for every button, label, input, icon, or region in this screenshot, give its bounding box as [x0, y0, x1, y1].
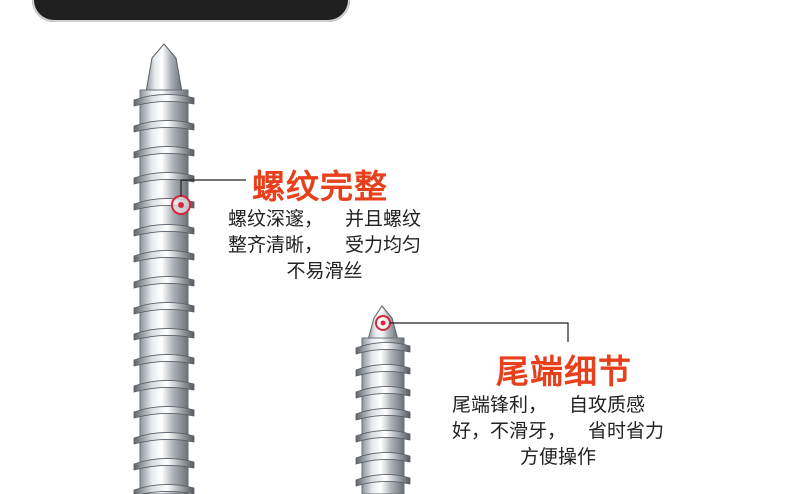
thread-ridge	[355, 386, 411, 399]
thread-ridge	[133, 146, 195, 159]
desc-line: 并且螺纹	[345, 208, 422, 230]
desc-line: 不易滑丝	[286, 260, 363, 282]
thread-ridge	[133, 250, 195, 263]
top-banner	[32, 0, 350, 22]
desc-line: 尾端锋利，	[452, 394, 548, 416]
desc-line: 好，不滑牙，	[452, 420, 567, 442]
thread-ridge	[133, 120, 195, 133]
thread-ridge	[133, 302, 195, 315]
target-marker-icon	[171, 195, 191, 215]
small-screw	[355, 305, 411, 494]
desc-line: 受力均匀	[345, 234, 422, 256]
thread-ridge	[355, 474, 411, 487]
callout-title: 螺纹完整	[252, 167, 388, 206]
thread-ridge	[133, 458, 195, 471]
desc-line: 自攻质感	[569, 394, 646, 416]
desc-line: 方便操作	[520, 446, 597, 468]
thread-ridge	[133, 276, 195, 289]
desc-line: 省时省力	[588, 420, 665, 442]
thread-ridge	[133, 172, 195, 185]
large-screw	[133, 43, 195, 494]
callout-leader-line	[390, 322, 569, 342]
callout-description: 螺纹深邃， 并且螺纹 整齐清晰， 受力均匀 不易滑丝	[228, 206, 421, 284]
thread-ridge	[133, 406, 195, 419]
thread-ridge	[355, 452, 411, 465]
thread-ridge	[133, 380, 195, 393]
desc-line: 螺纹深邃，	[228, 208, 324, 230]
thread-ridge	[133, 224, 195, 237]
thread-ridge	[133, 94, 195, 107]
callout-leader-line	[180, 179, 246, 196]
thread-ridge	[355, 342, 411, 355]
target-marker-icon	[375, 315, 391, 331]
callout-description: 尾端锋利， 自攻质感 好，不滑牙， 省时省力 方便操作	[452, 392, 664, 470]
thread-ridge	[133, 354, 195, 367]
desc-line: 整齐清晰，	[228, 234, 324, 256]
thread-ridge	[133, 484, 195, 494]
thread-ridge	[133, 328, 195, 341]
thread-ridge	[355, 364, 411, 377]
thread-ridge	[355, 408, 411, 421]
thread-ridge	[355, 430, 411, 443]
callout-title: 尾端细节	[496, 352, 632, 391]
thread-ridge	[133, 432, 195, 445]
